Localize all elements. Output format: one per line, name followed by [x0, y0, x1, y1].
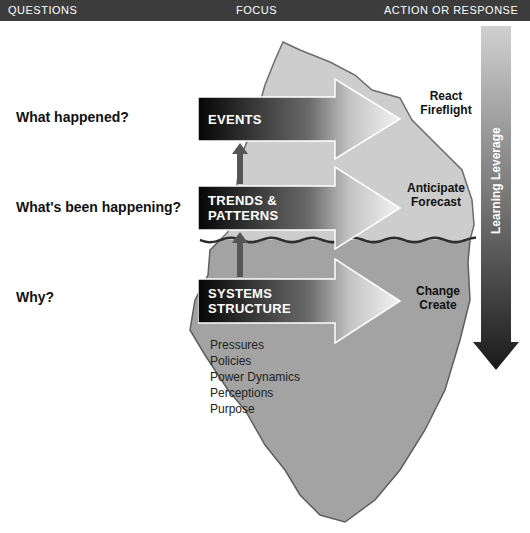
question: What's been happening? [16, 199, 181, 215]
leverage-label: Learning Leverage [489, 127, 503, 234]
response: React Fireflight [420, 89, 471, 117]
structure-item: Pressures [210, 338, 264, 352]
question: Why? [16, 289, 54, 305]
response: Anticipate Forecast [407, 181, 465, 209]
header-text: ACTION OR RESPONSE [384, 4, 518, 17]
iceberg [190, 42, 474, 522]
response: Change Create [416, 284, 460, 312]
arrow-fill [198, 167, 400, 249]
header-text: QUESTIONS [8, 4, 77, 17]
focus-arrow: SYSTEMS STRUCTURE [198, 258, 402, 344]
structure-item: Perceptions [210, 386, 273, 400]
header-bar [0, 0, 530, 21]
header-text: FOCUS [236, 4, 277, 17]
structure-item: Power Dynamics [210, 370, 300, 384]
up-arrow [232, 143, 248, 184]
arrow-fill [198, 79, 400, 159]
structure-item: Purpose [210, 402, 255, 416]
focus-label: SYSTEMS STRUCTURE [208, 286, 300, 316]
focus-arrow: EVENTS [198, 78, 402, 160]
arrow-fill [198, 259, 400, 343]
up-arrow [232, 232, 248, 277]
focus-label: EVENTS [208, 112, 262, 127]
question: What happened? [16, 109, 129, 125]
leverage-arrow [473, 26, 519, 370]
focus-arrow: TRENDS & PATTERNS [198, 166, 402, 250]
focus-label: TRENDS & PATTERNS [208, 193, 300, 223]
structure-item: Policies [210, 354, 251, 368]
